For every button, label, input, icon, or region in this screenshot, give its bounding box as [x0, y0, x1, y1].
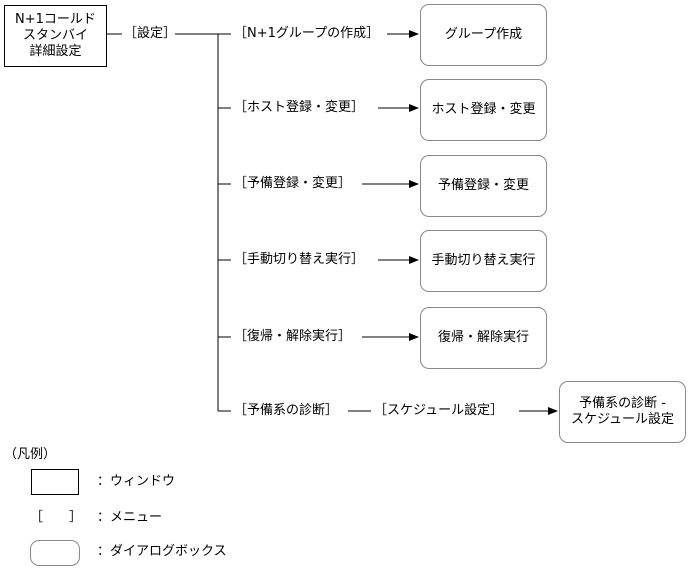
menu-settings: ［設定］: [124, 26, 177, 41]
dialog-restore-release: 復帰・解除実行: [420, 307, 547, 369]
dialog-restore-release-label: 復帰・解除実行: [437, 330, 529, 345]
root-line-1: N+1コールド: [15, 12, 96, 27]
legend-dialog-label: ：ダイアログボックス: [97, 544, 227, 559]
menu-schedule-settings: ［スケジュール設定］: [374, 403, 504, 418]
menu-spare-register: ［予備登録・変更］: [234, 176, 352, 191]
dialog-create-group: グループ作成: [420, 4, 547, 66]
dialog-manual-switch-label: 手動切り替え実行: [431, 253, 536, 268]
root-window-box: N+1コールド スタンバイ 詳細設定: [4, 5, 107, 67]
legend-title: （凡例）: [4, 447, 57, 462]
legend-window-label: ：ウィンドウ: [97, 474, 176, 489]
dialog-spare-register-label: 予備登録・変更: [437, 178, 529, 193]
dialog-manual-switch: 手動切り替え実行: [420, 230, 547, 292]
menu-create-group: ［N+1グループの作成］: [234, 26, 380, 41]
dialog-create-group-label: グループ作成: [444, 27, 523, 42]
menu-host-register: ［ホスト登録・変更］: [234, 100, 365, 115]
menu-manual-switch: ［手動切り替え実行］: [234, 252, 365, 267]
legend-menu-swatch: ［ ］: [30, 510, 83, 525]
dialog-host-register-label: ホスト登録・変更: [431, 102, 536, 117]
dialog-diagnose-schedule: 予備系の診断 - スケジュール設定: [559, 381, 686, 443]
root-line-3: 詳細設定: [29, 44, 82, 59]
legend-window-swatch: [31, 469, 79, 495]
legend-menu-label: ：メニュー: [97, 510, 163, 525]
dialog-diagnose-line-1: 予備系の診断 -: [579, 396, 666, 411]
dialog-diagnose-line-2: スケジュール設定: [570, 412, 675, 427]
dialog-host-register: ホスト登録・変更: [420, 79, 547, 141]
dialog-spare-register: 予備登録・変更: [420, 155, 547, 217]
root-line-2: スタンバイ: [22, 28, 88, 43]
menu-restore-release: ［復帰・解除実行］: [234, 329, 352, 344]
menu-spare-diagnose: ［予備系の診断］: [234, 403, 339, 418]
legend-dialog-swatch: [30, 540, 80, 566]
